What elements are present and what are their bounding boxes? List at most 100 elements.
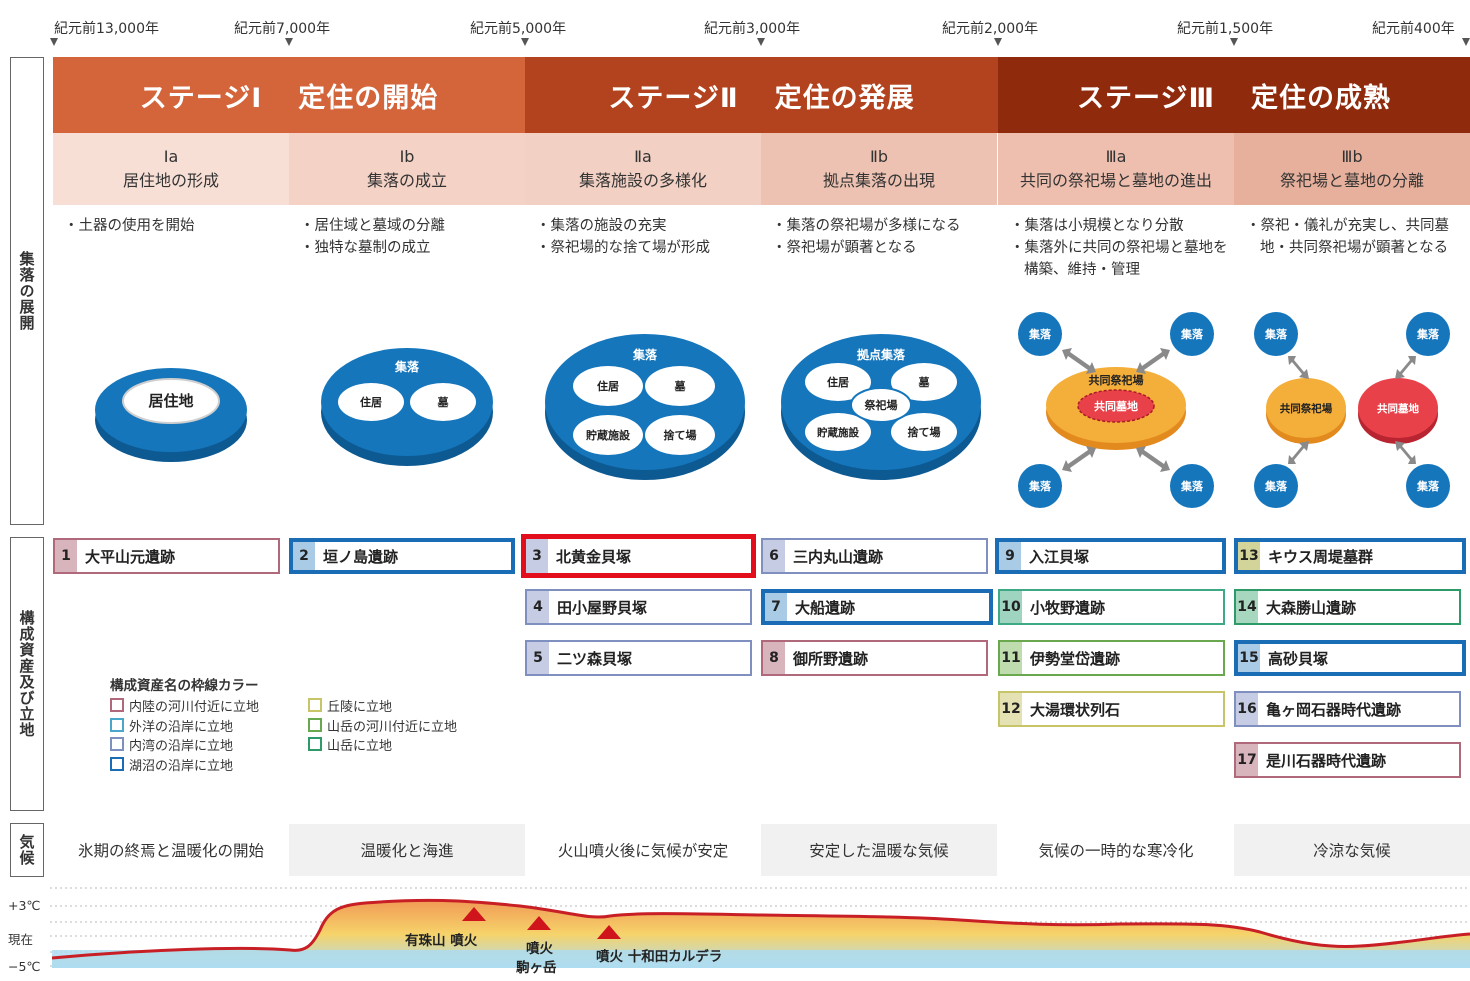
timeline-label: 紀元前3,000年 — [704, 21, 801, 37]
timeline-tick — [1230, 38, 1238, 46]
volcano-towada-icon — [597, 925, 621, 939]
climate-3a: 気候の一時的な寒冷化 — [998, 824, 1234, 876]
stage-name: ステージⅠ — [139, 82, 263, 114]
temperature-curve — [50, 887, 1470, 968]
stage-2-band: ステージⅡ 定住の発展 — [525, 57, 998, 133]
stage-name: ステージⅡ — [608, 82, 739, 114]
notes-1a: ・土器の使用を開始 — [64, 218, 195, 234]
notes-3a: ・集落は小規模となり分散・集落外に共同の祭祀場と墓地を構築、維持・管理 — [1010, 218, 1228, 278]
stage-name: ステージⅢ — [1077, 82, 1215, 114]
volcano-komagatake-icon — [527, 916, 551, 930]
svg-text:祭祀場: 祭祀場 — [864, 398, 898, 412]
svg-text:墓: 墓 — [674, 379, 687, 393]
legend-item: 山岳の河川付近に立地 — [308, 717, 457, 738]
stage-theme: 定住の発展 — [774, 82, 915, 114]
notes-2a: ・集落の施設の充実・祭祀場的な捨て場が形成 — [536, 218, 710, 256]
svg-text:集落: 集落 — [1028, 479, 1052, 493]
temp-cold-band — [52, 950, 1470, 968]
temp-label-present: 現在 — [8, 932, 34, 947]
legend-item: 湖沼の沿岸に立地 — [110, 756, 259, 777]
svg-text:集落: 集落 — [632, 347, 658, 362]
stage-3-band: ステージⅢ 定住の成熟 — [998, 57, 1470, 133]
legend-col-2: 丘陵に立地 山岳の河川付近に立地 山岳に立地 — [308, 698, 457, 757]
svg-text:集落: 集落 — [1264, 327, 1288, 341]
svg-text:居住地: 居住地 — [148, 392, 193, 410]
svg-text:集落: 集落 — [1264, 479, 1288, 493]
temp-label-plus3: +3℃ — [8, 898, 41, 913]
svg-text:共同墓地: 共同墓地 — [1377, 402, 1419, 415]
svg-text:住居: 住居 — [597, 379, 619, 393]
side-label-settlement: 集落の展開 — [10, 57, 44, 525]
notes-3b: ・祭祀・儀礼が充実し、共同墓地・共同祭祀場が顕著となる — [1246, 218, 1449, 256]
climate-2a: 火山噴火後に気候が安定 — [525, 824, 761, 876]
diagram-3b: 共同祭祀場 共同墓地 集落 集落 集落 集落 — [1254, 312, 1450, 508]
climate-3b: 冷涼な気候 — [1234, 824, 1470, 876]
timeline-label: 紀元前7,000年 — [234, 21, 331, 37]
notes-2b: ・集落の祭祀場が多様になる・祭祀場が顕著となる — [772, 218, 961, 256]
stage-1-band: ステージⅠ 定住の開始 — [53, 57, 525, 133]
temp-line — [51, 898, 1470, 960]
svg-text:共同祭祀場: 共同祭祀場 — [1280, 402, 1333, 415]
svg-text:捨て場: 捨て場 — [664, 428, 697, 442]
svg-text:住居: 住居 — [827, 375, 849, 389]
legend-title: 構成資産名の枠線カラー — [110, 678, 259, 694]
climate-2b: 安定した温暖な気候 — [761, 824, 997, 876]
stage-theme: 定住の成熟 — [1250, 82, 1391, 114]
timeline-tick — [285, 38, 293, 46]
timeline-tick — [1462, 38, 1470, 46]
stage-theme: 定住の開始 — [298, 82, 439, 114]
side-label-assets: 構成資産及び立地 — [10, 537, 44, 811]
timeline-tick — [994, 38, 1002, 46]
svg-text:墓: 墓 — [918, 375, 931, 389]
volcano-towada-label: 噴火 十和田カルデラ — [596, 949, 723, 965]
timeline-label: 紀元前400年 — [1372, 21, 1455, 37]
svg-text:共同墓地: 共同墓地 — [1094, 399, 1138, 413]
diagram-1b: 集落 住居 墓 — [321, 348, 493, 466]
settlement-diagrams: 居住地 集落 住居 墓 集落 住居 墓 貯蔵施設 捨て場 拠点集落 住居 墓 祭 — [95, 312, 1450, 508]
svg-text:集落: 集落 — [1180, 327, 1204, 341]
svg-text:住居: 住居 — [360, 395, 382, 409]
legend-item: 丘陵に立地 — [308, 698, 457, 718]
legend-col-1: 内陸の河川付近に立地 外洋の沿岸に立地 内湾の沿岸に立地 湖沼の沿岸に立地 — [110, 698, 259, 776]
svg-text:貯蔵施設: 貯蔵施設 — [586, 428, 631, 442]
timeline-label: 紀元前1,500年 — [1177, 21, 1274, 37]
volcano-usu-label: 有珠山 噴火 — [405, 933, 478, 949]
volcano-komagatake-label-bottom: 駒ヶ岳 — [516, 960, 557, 976]
timeline-tick — [757, 38, 765, 46]
svg-text:集落: 集落 — [1180, 479, 1204, 493]
diagram-3a: 共同祭祀場 共同墓地 集落 集落 集落 集落 — [1018, 312, 1214, 508]
climate-1b: 温暖化と海進 — [289, 824, 525, 876]
temp-label-minus5: −5℃ — [8, 959, 41, 974]
svg-text:墓: 墓 — [437, 395, 450, 409]
svg-text:貯蔵施設: 貯蔵施設 — [817, 426, 859, 439]
volcano-komagatake-label-top: 噴火 — [526, 941, 553, 957]
side-label-climate: 気候 — [10, 823, 44, 877]
svg-text:捨て場: 捨て場 — [908, 425, 941, 439]
legend-item: 山岳に立地 — [308, 737, 457, 757]
diagram-2a: 集落 住居 墓 貯蔵施設 捨て場 — [545, 334, 745, 480]
svg-text:集落: 集落 — [394, 359, 420, 374]
